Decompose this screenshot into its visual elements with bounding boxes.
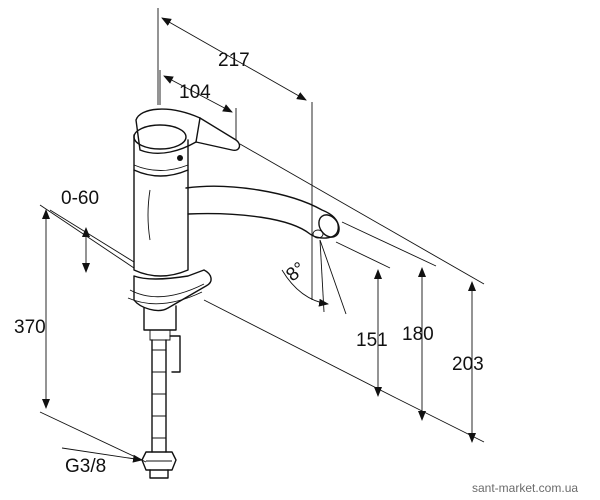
logo-dot xyxy=(177,155,183,161)
main-body xyxy=(133,169,189,277)
dim-label-104: 104 xyxy=(179,82,211,103)
dim-label-217: 217 xyxy=(218,50,250,71)
lever-handle xyxy=(135,108,241,154)
dim-label-0-60: 0-60 xyxy=(61,188,99,209)
dim-203: 203 xyxy=(239,143,485,443)
spout xyxy=(185,185,339,239)
dim-g38: G3/8 xyxy=(61,447,143,477)
base-plate xyxy=(133,269,212,312)
dim-370: 370 xyxy=(14,204,147,463)
watermark: sant-market.com.ua xyxy=(472,481,578,495)
dim-label-151: 151 xyxy=(356,330,388,351)
supply-hose xyxy=(151,339,167,453)
faucet-body xyxy=(127,108,340,479)
dim-label-370: 370 xyxy=(14,317,46,338)
mounting-nut xyxy=(143,305,177,331)
dim-217: 217 xyxy=(157,8,313,300)
dim-label-203: 203 xyxy=(452,354,484,375)
dim-label-180: 180 xyxy=(402,324,434,345)
dim-104: 104 xyxy=(159,70,237,140)
dim-180: 180 xyxy=(341,221,441,421)
dim-0-60: 0-60 xyxy=(49,188,135,273)
aerator xyxy=(318,214,340,238)
dim-label-g38: G3/8 xyxy=(65,456,106,477)
handle-cap xyxy=(133,124,187,150)
dim-label-rotation: 8° xyxy=(282,258,309,286)
dim-rotation: 8° xyxy=(281,239,347,315)
dim-151: 151 xyxy=(203,241,397,399)
